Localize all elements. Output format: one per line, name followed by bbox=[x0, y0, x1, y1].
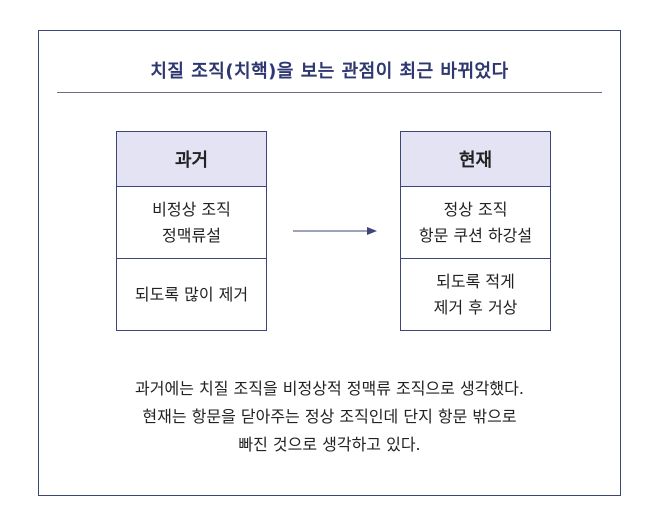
past-row-1: 비정상 조직 정맥류설 bbox=[117, 187, 266, 258]
past-header: 과거 bbox=[117, 132, 266, 187]
diagram-title: 치질 조직(치핵)을 보는 관점이 최근 바뀌었다 bbox=[150, 61, 509, 82]
arrow-right-icon bbox=[293, 227, 377, 235]
present-row-1-line-2: 항문 쿠션 하강설 bbox=[418, 225, 533, 245]
caption-line-2: 현재는 항문을 닫아주는 정상 조직인데 단지 항문 밖으로 bbox=[142, 407, 517, 426]
caption-line-1: 과거에는 치질 조직을 비정상적 정맥류 조직으로 생각했다. bbox=[135, 379, 524, 398]
present-row-1-line-1: 정상 조직 bbox=[443, 199, 508, 219]
title-divider bbox=[57, 92, 602, 93]
present-row-2: 되도록 적게 제거 후 거상 bbox=[401, 258, 550, 330]
present-row-1: 정상 조직 항문 쿠션 하강설 bbox=[401, 187, 550, 258]
diagram-frame: 치질 조직(치핵)을 보는 관점이 최근 바뀌었다 과거 비정상 조직 정맥류설… bbox=[38, 30, 621, 496]
past-column: 과거 비정상 조직 정맥류설 되도록 많이 제거 bbox=[116, 131, 267, 331]
caption-line-3: 빠진 것으로 생각하고 있다. bbox=[238, 435, 421, 454]
present-row-2-line-1: 되도록 적게 bbox=[436, 271, 515, 291]
past-row-1-line-2: 정맥류설 bbox=[162, 225, 221, 245]
present-header: 현재 bbox=[401, 132, 550, 187]
past-row-2-line-1: 되도록 많이 제거 bbox=[134, 284, 249, 304]
present-column: 현재 정상 조직 항문 쿠션 하강설 되도록 적게 제거 후 거상 bbox=[400, 131, 551, 331]
present-row-2-line-2: 제거 후 거상 bbox=[433, 297, 518, 317]
past-row-2: 되도록 많이 제거 bbox=[117, 258, 266, 330]
past-row-1-line-1: 비정상 조직 bbox=[152, 199, 231, 219]
caption: 과거에는 치질 조직을 비정상적 정맥류 조직으로 생각했다. 현재는 항문을 … bbox=[39, 375, 620, 459]
